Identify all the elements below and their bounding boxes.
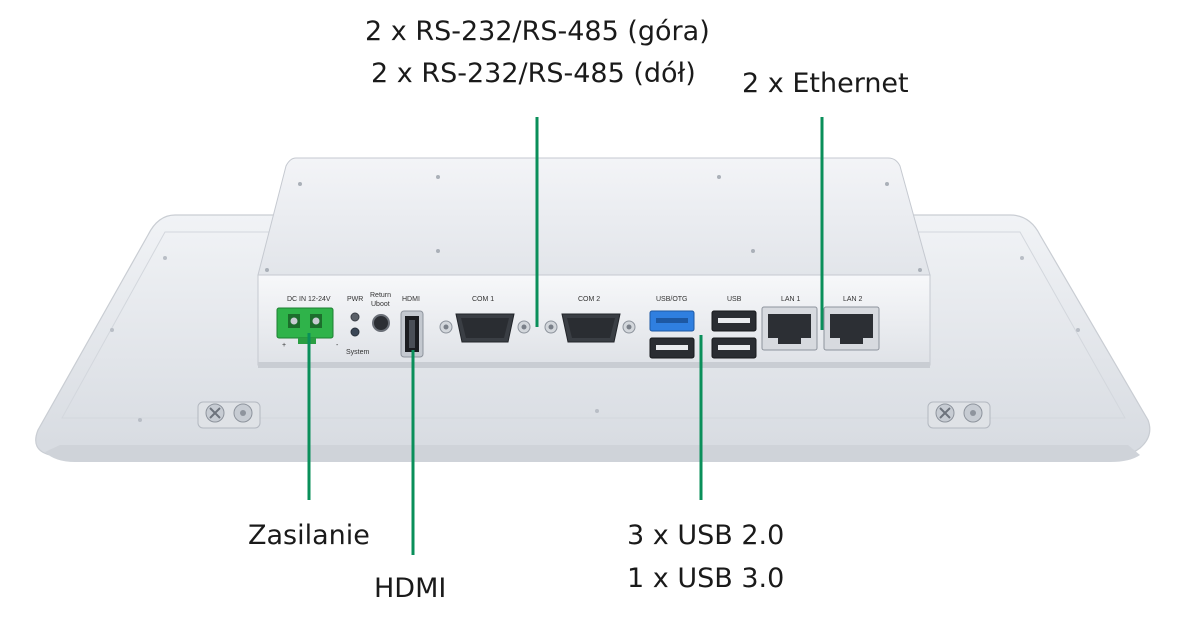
- label-lan2: LAN 2: [843, 296, 863, 303]
- hdmi-port: [400, 310, 424, 358]
- label-usb: USB: [727, 296, 742, 303]
- leader-lines: [307, 117, 824, 555]
- callout-serial-bottom: 2 x RS-232/RS-485 (dół): [371, 58, 696, 89]
- label-return: Return: [370, 292, 391, 299]
- label-hdmi: HDMI: [402, 296, 420, 303]
- usb-stack: [711, 310, 757, 359]
- bezel-screw-holes: [110, 256, 1080, 422]
- callout-usb3: 1 x USB 3.0: [627, 563, 785, 594]
- uboot-button: [372, 314, 390, 332]
- dc-terminal-block: [276, 307, 334, 344]
- thumb-screw-right: [927, 401, 991, 429]
- label-com1: COM 1: [472, 296, 494, 303]
- com1-db9-port: [439, 313, 531, 343]
- label-lan1: LAN 1: [781, 296, 801, 303]
- callout-serial-top: 2 x RS-232/RS-485 (góra): [365, 16, 710, 47]
- port-labels: DC IN 12-24V + - PWR System Return Uboot…: [282, 292, 863, 356]
- com2-db9-port: [544, 313, 636, 343]
- thumb-screw-left: [197, 401, 261, 429]
- label-pwr: PWR: [347, 296, 363, 303]
- label-system: System: [346, 349, 370, 356]
- status-leds: [350, 312, 360, 337]
- usb-otg-stack: [649, 310, 695, 359]
- callout-power: Zasilanie: [248, 520, 370, 551]
- label-plus: +: [282, 342, 286, 349]
- label-com2: COM 2: [578, 296, 600, 303]
- label-usb-otg: USB/OTG: [656, 296, 688, 303]
- label-uboot: Uboot: [371, 301, 390, 308]
- callout-hdmi: HDMI: [374, 573, 447, 604]
- callout-usb2: 3 x USB 2.0: [627, 520, 785, 551]
- callout-ethernet: 2 x Ethernet: [742, 68, 909, 99]
- label-minus: -: [336, 342, 339, 349]
- lan2-port: [823, 306, 880, 351]
- computer-box: [257, 157, 931, 368]
- lan1-port: [761, 306, 818, 351]
- label-dc-in: DC IN 12-24V: [287, 296, 331, 303]
